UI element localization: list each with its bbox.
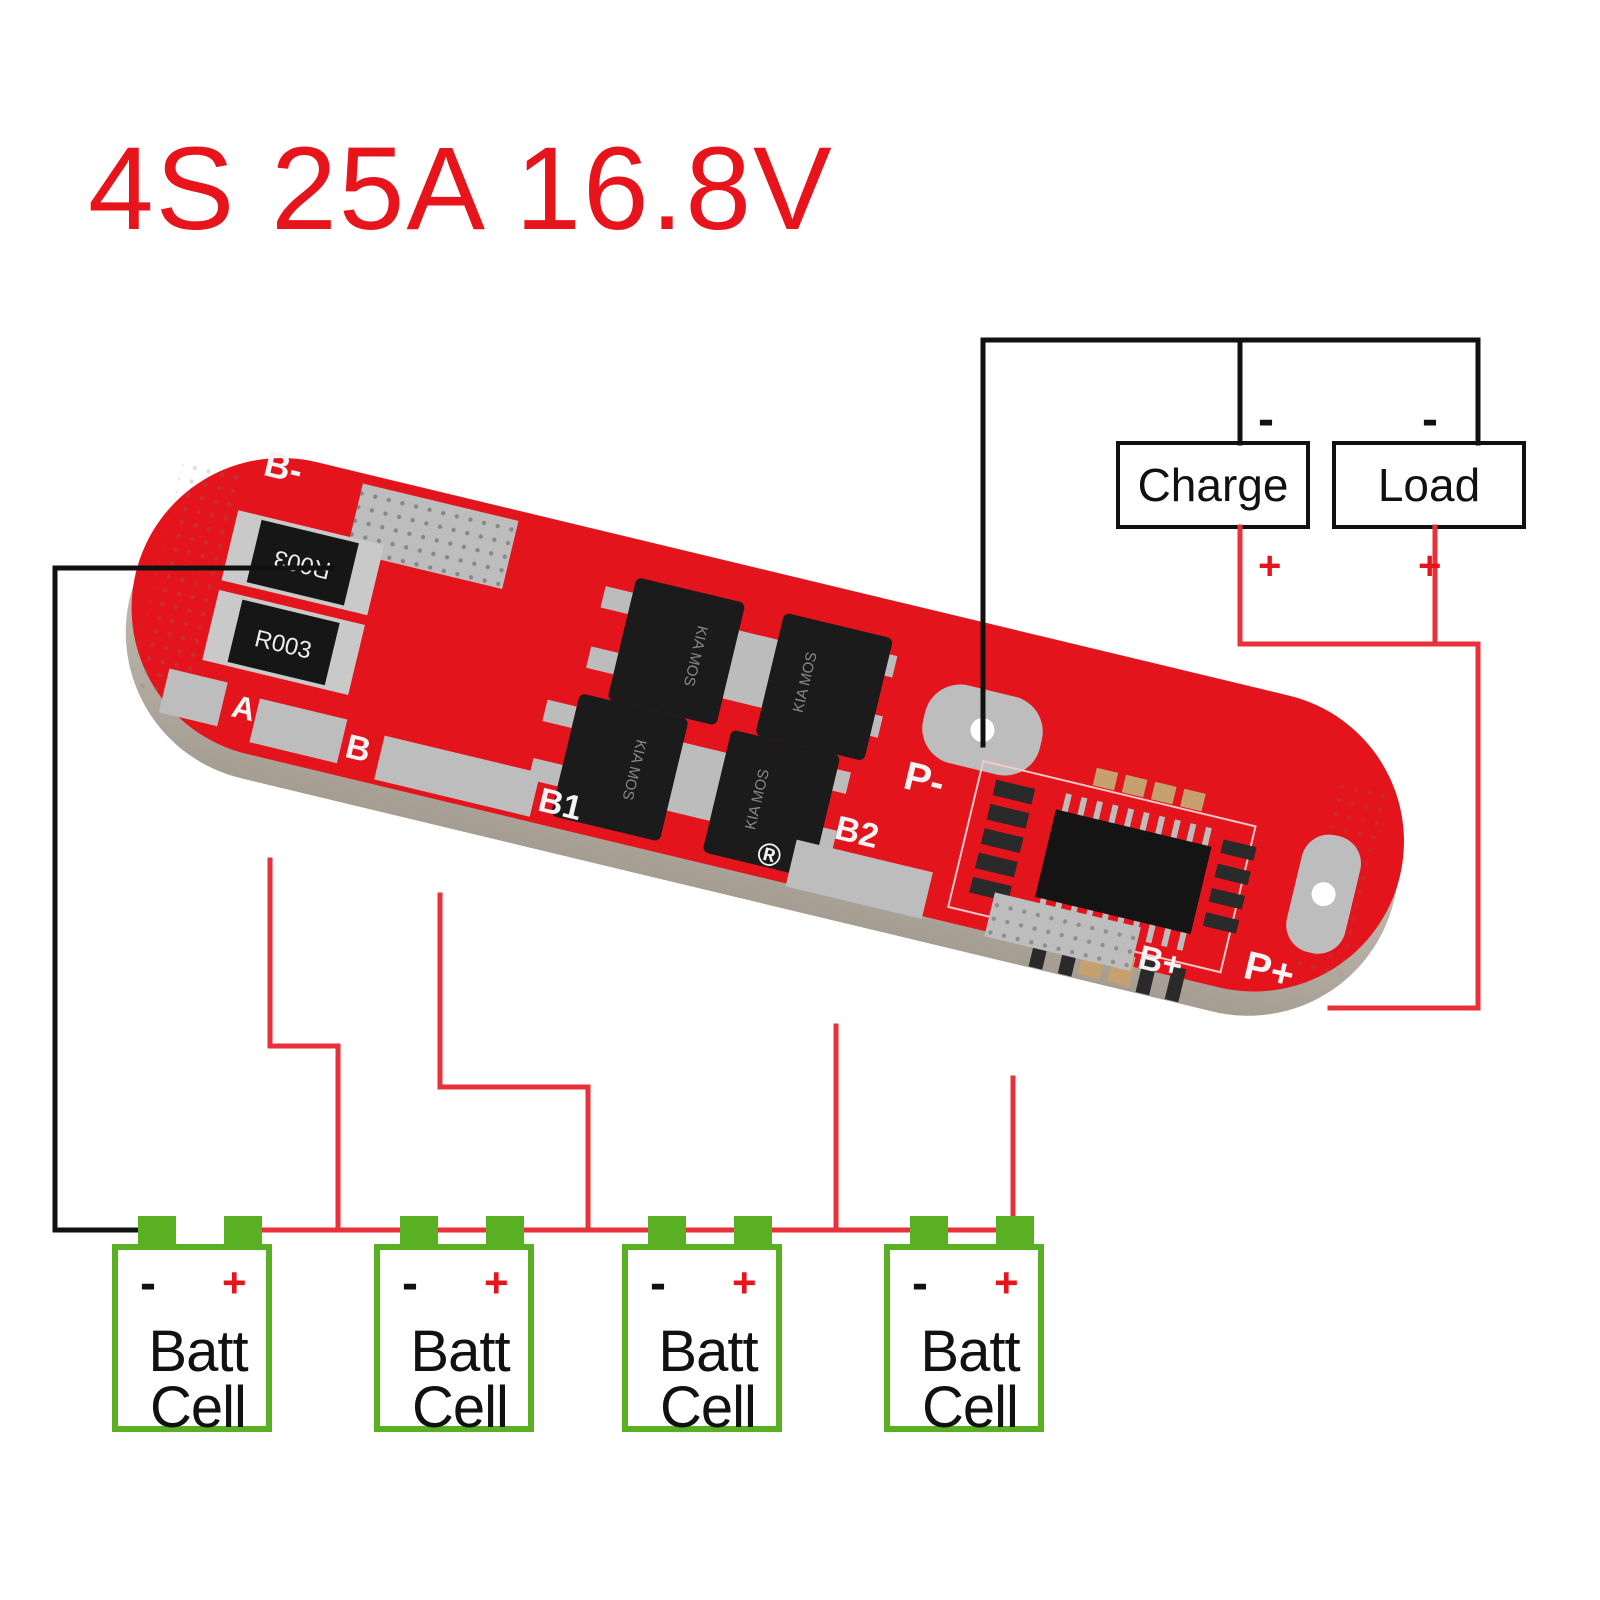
- pcb-board: R003 R003 KIA MOS KIA MOS: [125, 443, 1404, 1016]
- pad-p-plus: [1286, 834, 1362, 954]
- load-label: Load: [1377, 459, 1481, 511]
- mosfet-2: KIA MOS: [747, 613, 898, 760]
- cell-3-body: [622, 1244, 782, 1432]
- spec-title: 4S 25A 16.8V: [88, 123, 834, 255]
- positive-wiring: [237, 524, 1481, 1233]
- charge-plus-sign: +: [1258, 544, 1282, 588]
- cell-1-minus-sign: -: [140, 1257, 156, 1310]
- cell-2-minus-sign: -: [402, 1257, 418, 1310]
- cell-1-body: [112, 1244, 272, 1432]
- cell-3-plus-sign: +: [732, 1259, 757, 1306]
- cell-4-plus-sign: +: [994, 1259, 1019, 1306]
- pad-b1: [374, 735, 541, 817]
- load-minus-sign: -: [1422, 393, 1438, 446]
- pad-b2: [785, 839, 933, 920]
- protection-ic-area: [947, 759, 1257, 1003]
- pad-b: [249, 698, 348, 764]
- cell-3-minus-sign: -: [650, 1257, 666, 1310]
- cell-4-body: [884, 1244, 1044, 1432]
- silk-b-minus: B-: [260, 443, 307, 492]
- negative-wiring: [52, 337, 1481, 1233]
- mosfet-1: KIA MOS: [586, 578, 775, 725]
- mosfet-4: KIA MOS: [696, 730, 851, 877]
- cell-4-minus-sign: -: [912, 1257, 928, 1310]
- charge-minus-sign: -: [1258, 393, 1274, 446]
- charge-box: [1116, 441, 1310, 529]
- load-plus-sign: +: [1418, 544, 1442, 588]
- load-box: [1332, 441, 1526, 529]
- silk-p-minus: P-: [900, 754, 949, 806]
- cell-2-body: [374, 1244, 534, 1432]
- cell-2-plus-sign: +: [484, 1259, 509, 1306]
- sense-resistor-1: R003: [221, 510, 385, 616]
- sense-resistor-2: R003: [202, 589, 365, 695]
- cell-1-plus-sign: +: [222, 1259, 247, 1306]
- charge-label: Charge: [1137, 459, 1289, 511]
- pad-a: [158, 668, 228, 727]
